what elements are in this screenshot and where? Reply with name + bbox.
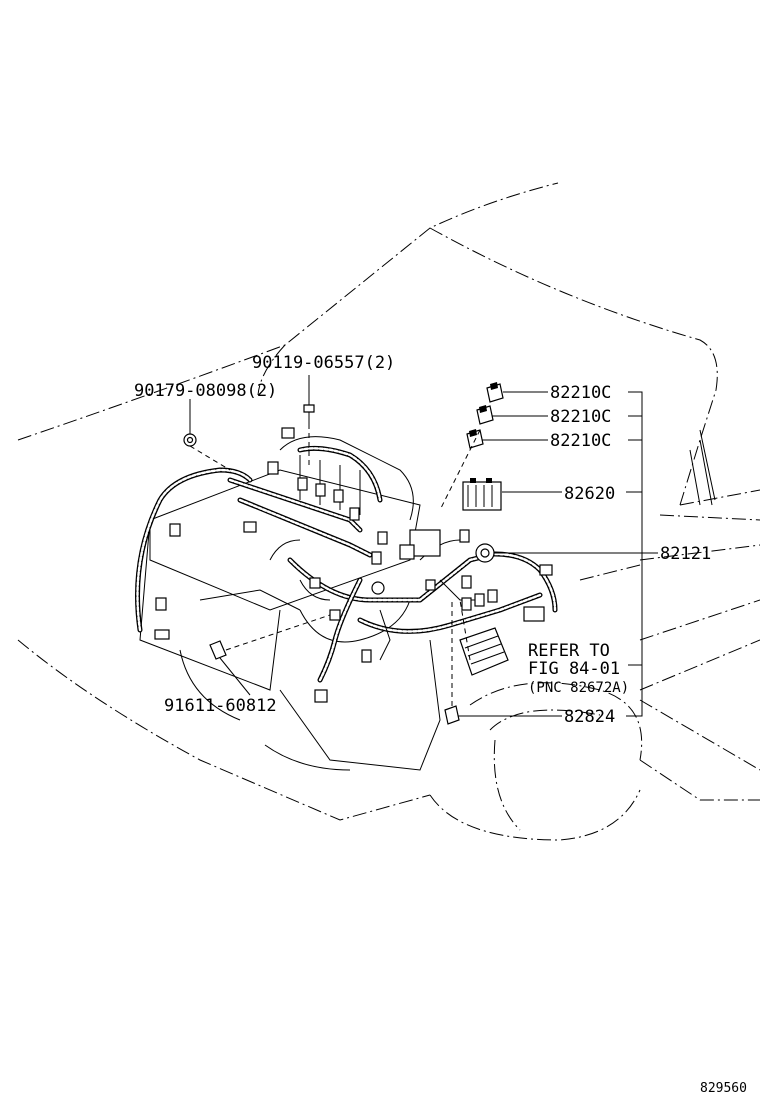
callout-pnc-82672a: (PNC 82672A) xyxy=(528,680,629,696)
callout-82210c-2: 82210C xyxy=(550,407,611,427)
callout-82121: 82121 xyxy=(660,544,711,564)
callout-82210c-3: 82210C xyxy=(550,431,611,451)
vehicle-body-outline xyxy=(17,182,760,841)
callout-labels: 90119-06557(2) 90179-08098(2) 82210C 822… xyxy=(134,353,747,1096)
fasteners xyxy=(183,404,460,725)
callout-82210c-1: 82210C xyxy=(550,383,611,403)
callout-90179-08098: 90179-08098(2) xyxy=(134,381,277,401)
locator-lines xyxy=(189,424,481,706)
callout-82620: 82620 xyxy=(564,484,615,504)
engine-block-outline xyxy=(139,436,441,771)
engine-room-junction-block xyxy=(459,627,509,676)
harness-connectors xyxy=(154,427,553,703)
image-id-label: 829560 xyxy=(700,1081,747,1096)
relay-block xyxy=(462,478,502,511)
callout-82824: 82824 xyxy=(564,707,615,727)
engine-wire-harness xyxy=(135,445,558,683)
callout-fig-84-01: FIG 84-01 xyxy=(528,659,620,679)
callout-90119-06557: 90119-06557(2) xyxy=(252,353,395,373)
callout-91611-60812: 91611-60812 xyxy=(164,696,277,716)
leader-lines xyxy=(189,375,658,717)
callout-refer-to: REFER TO xyxy=(528,641,610,661)
relay-parts xyxy=(466,382,504,449)
